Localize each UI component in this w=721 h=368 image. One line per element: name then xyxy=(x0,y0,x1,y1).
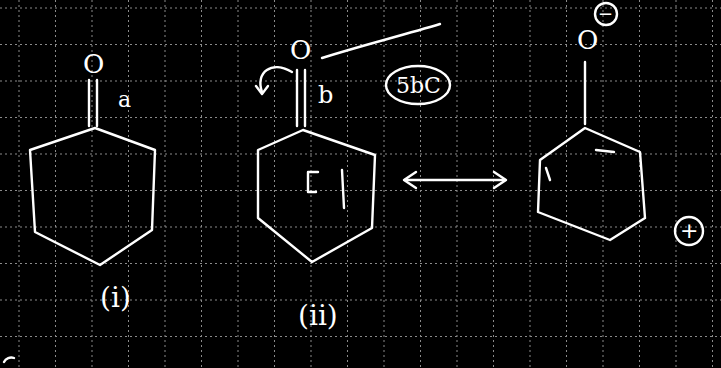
atom-label: O xyxy=(83,51,104,77)
atom-label: O xyxy=(577,27,598,53)
charge-sign: + xyxy=(680,220,698,242)
structure-number: (i) xyxy=(100,284,131,312)
charge-sign: − xyxy=(598,5,613,23)
structure-number: (ii) xyxy=(298,302,338,330)
bond-label: a xyxy=(118,89,131,111)
atom-label: O xyxy=(290,37,311,63)
annotation: 5bC xyxy=(396,75,441,97)
bond-label: b xyxy=(318,83,333,107)
